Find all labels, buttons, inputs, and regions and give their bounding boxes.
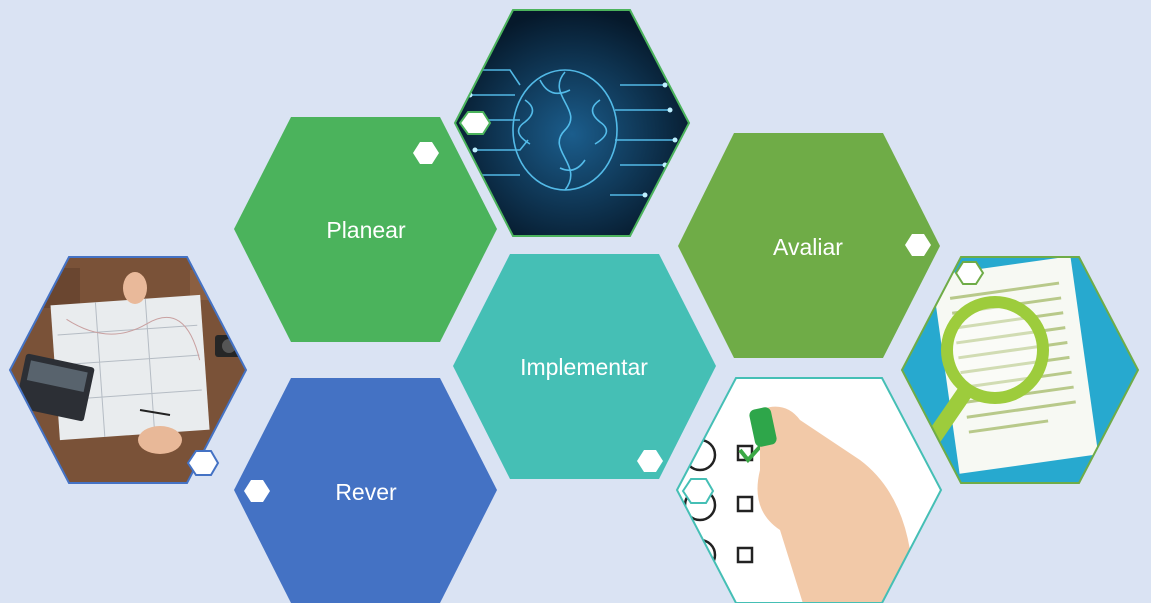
checklist-image (675, 377, 943, 603)
small-hexagon-brain (458, 111, 492, 135)
hexagon-avaliar-label: Avaliar (773, 234, 843, 260)
hexagon-implementar: Implementar (453, 254, 716, 479)
small-hexagon-planear (413, 142, 439, 164)
small-hexagon-document (954, 261, 985, 285)
hexagon-avaliar-shape (678, 133, 940, 358)
hexagon-planear-label: Planear (326, 217, 406, 243)
small-hexagon-map (186, 450, 220, 476)
hexagon-planear: Planear (234, 117, 497, 342)
small-hexagon-checklist (681, 478, 715, 504)
brain-image (453, 9, 691, 237)
hexagon-rever-label: Rever (335, 479, 397, 505)
document-image (900, 256, 1140, 484)
small-hexagon-implementar (637, 450, 663, 472)
small-hexagon-rever (244, 480, 270, 502)
small-hexagon-avaliar (905, 234, 931, 256)
hexagon-implementar-shape (453, 254, 716, 479)
map-image (8, 256, 248, 484)
hexagon-planear-shape (234, 117, 497, 342)
hexagon-implementar-label: Implementar (520, 354, 648, 380)
hexagon-rever-shape (234, 378, 497, 603)
hexagon-rever: Rever (234, 378, 497, 603)
hexagon-avaliar: Avaliar (678, 133, 940, 358)
